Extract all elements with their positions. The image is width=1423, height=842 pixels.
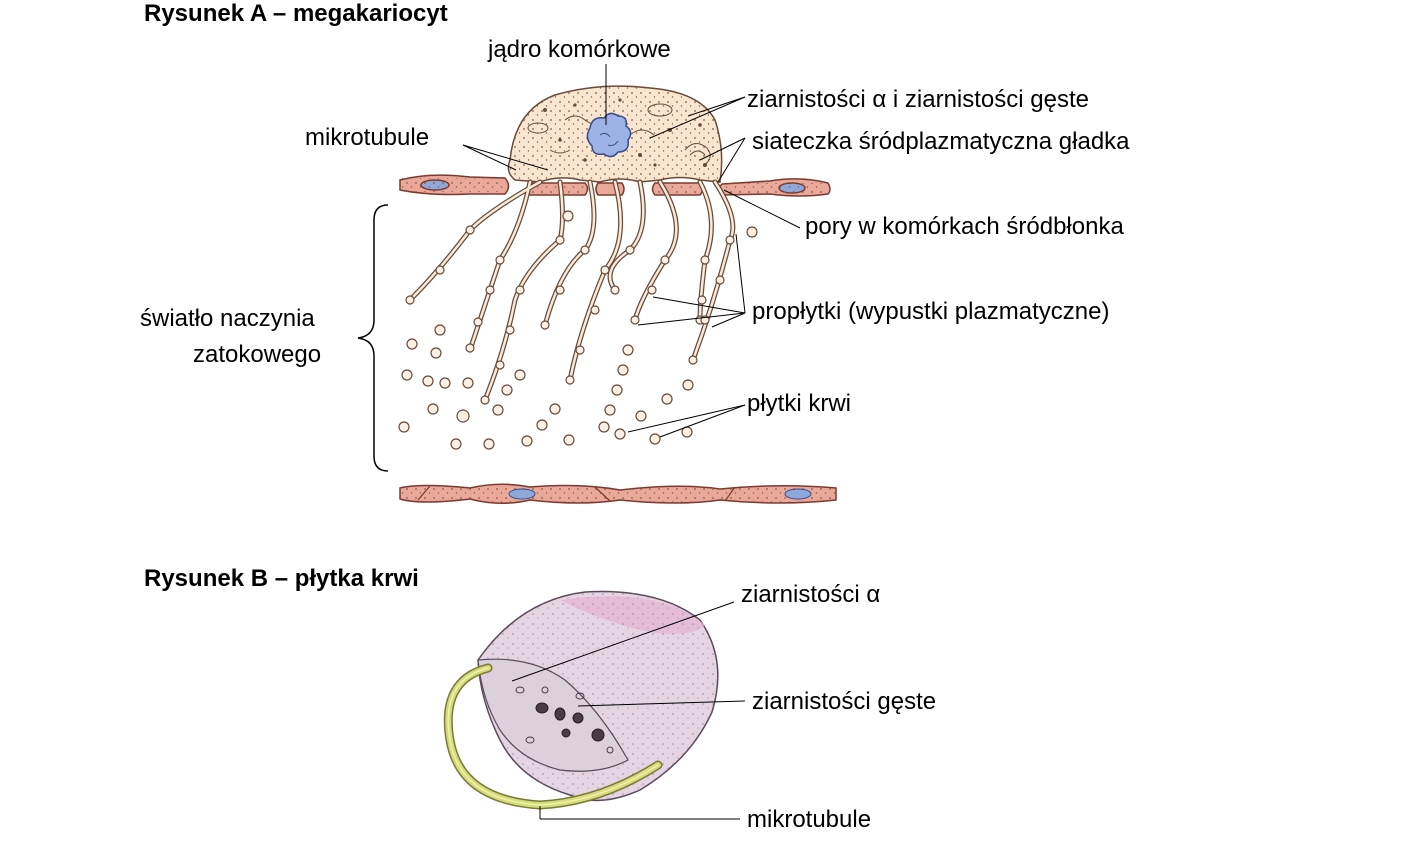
microtubule-ring — [443, 663, 663, 810]
figure-b-title: Rysunek B – płytka krwi — [144, 565, 419, 592]
label-endothelial-pores: pory w komórkach śródbłonka — [805, 213, 1124, 240]
label-smooth-er: siateczka śródplazmatyczna gładka — [752, 128, 1130, 155]
platelet-buds — [398, 210, 758, 450]
label-microtubules-a: mikrotubule — [305, 124, 430, 151]
label-lumen-line1: światło naczynia — [140, 305, 315, 332]
leader-lines-b — [511, 601, 746, 820]
megakaryocyte-cell — [507, 85, 723, 183]
label-proplatelets: propłytki (wypustki plazmatyczne) — [752, 298, 1110, 325]
label-granules: ziarnistości α i ziarnistości gęste — [747, 86, 1089, 113]
platelet-figure — [443, 590, 746, 820]
label-dense-granules: ziarnistości gęste — [752, 688, 937, 715]
leader-lines-a — [462, 64, 801, 438]
label-alpha-granules: ziarnistości α — [741, 581, 881, 608]
label-platelets: płytki krwi — [747, 390, 852, 417]
bottom-vessel-wall — [399, 483, 837, 504]
label-lumen-line2: zatokowego — [193, 341, 322, 368]
label-microtubules-b: mikrotubule — [747, 806, 872, 833]
figure-a-title: Rysunek A – megakariocyt — [144, 0, 448, 27]
megakaryocyte-figure — [357, 64, 837, 504]
platelet-granules — [535, 702, 605, 742]
label-nucleus: jądro komórkowe — [488, 36, 671, 63]
lumen-brace — [357, 204, 389, 472]
